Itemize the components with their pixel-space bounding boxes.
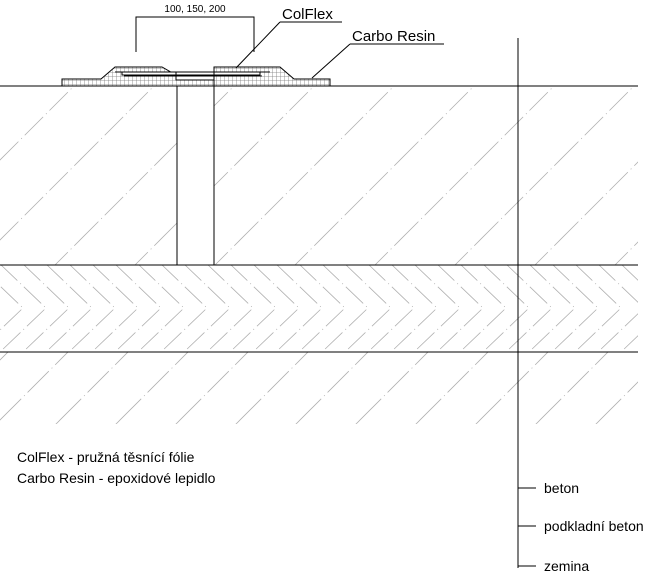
dimension-bracket [135, 16, 255, 52]
zemina-label: zemina [544, 558, 589, 574]
dimension-label: 100, 150, 200 [164, 4, 226, 15]
joint-gap [176, 79, 215, 266]
legend-line-colflex: ColFlex - pružná těsnící fólie [17, 449, 195, 465]
colflex-leader [235, 21, 281, 69]
subbase-layer-hatch [0, 265, 638, 352]
colflex-label: ColFlex [282, 6, 333, 23]
podkladni-beton-label: podkladní beton [544, 518, 644, 534]
beton-label: beton [544, 480, 579, 496]
carbo-resin-leader [311, 43, 351, 79]
carbo-resin-label: Carbo Resin [352, 28, 435, 45]
soil-layer-hatch [0, 352, 638, 424]
concrete-layer-hatch [0, 86, 638, 265]
legend-line-carbo-resin: Carbo Resin - epoxidové lepidlo [17, 470, 216, 486]
